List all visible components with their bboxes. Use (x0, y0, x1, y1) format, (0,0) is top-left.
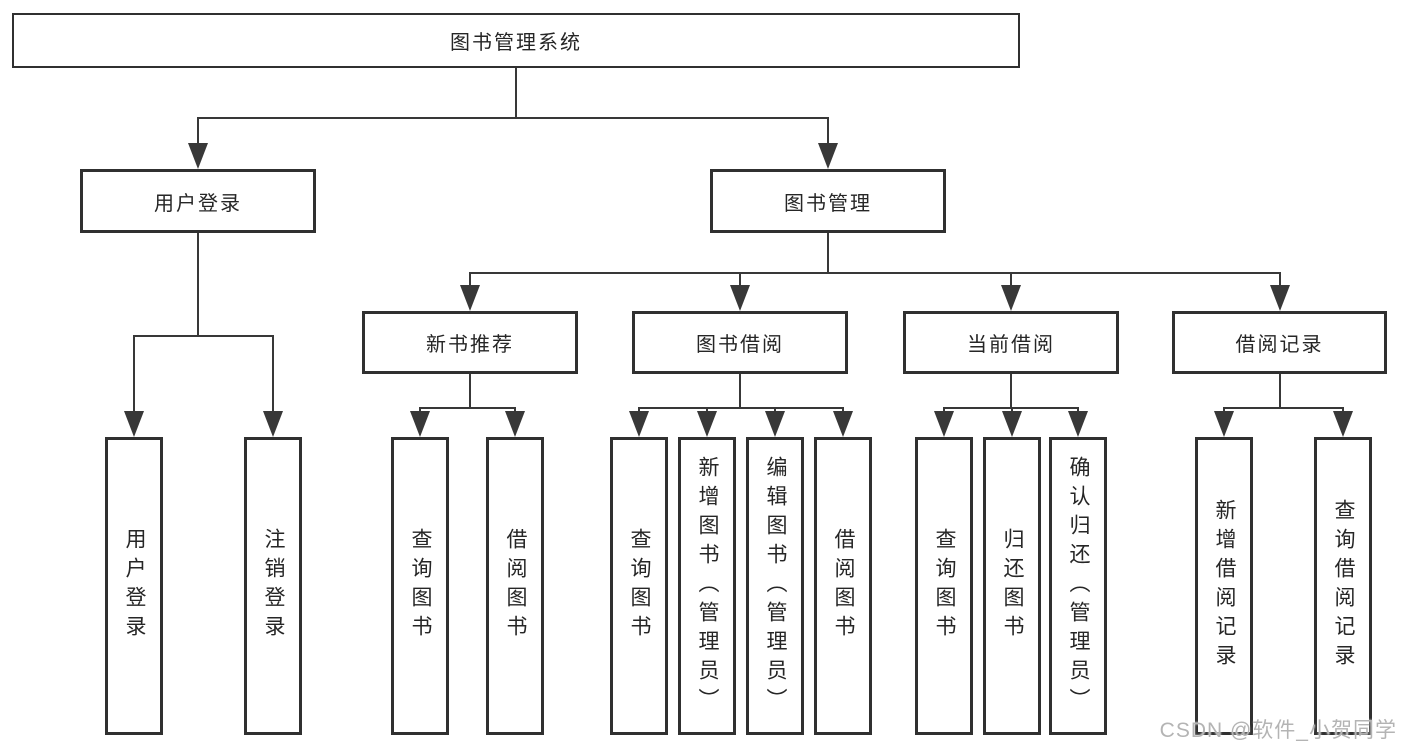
leaf-return-books: 归还图书 (983, 437, 1041, 735)
leaf-user-login-label: 用户登录 (123, 528, 146, 644)
leaf-query-books-recommend: 查询图书 (391, 437, 449, 735)
connector-records-stub (1279, 374, 1281, 408)
arrowhead-borrowing (730, 285, 750, 311)
leaf-query-borrow-record: 查询借阅记录 (1314, 437, 1372, 735)
connector-recommend-hline (419, 407, 516, 409)
csdn-watermark: CSDN @软件_小贺同学 (1159, 719, 1397, 742)
arrowhead-rec-borrow (505, 411, 525, 437)
leaf-confirm-return-admin-label: 确认归还（管理员） (1067, 455, 1090, 717)
connector-bookmgmt-stub (827, 233, 829, 274)
leaf-add-books-admin-label: 新增图书（管理员） (696, 455, 719, 717)
node-book-borrowing: 图书借阅 (632, 311, 848, 374)
connector-bookmgmt-hline (469, 272, 1281, 274)
arrowhead-cur-confirm (1068, 411, 1088, 437)
connector-drop-user-login (197, 117, 199, 150)
node-user-login-branch: 用户登录 (80, 169, 316, 233)
leaf-query-books-recommend-label: 查询图书 (409, 528, 432, 644)
arrowhead-user-login (188, 143, 208, 169)
node-borrowing-records: 借阅记录 (1172, 311, 1387, 374)
connector-userlogin-hline (133, 335, 274, 337)
node-book-management-branch: 图书管理 (710, 169, 946, 233)
arrowhead-cur-query (934, 411, 954, 437)
leaf-confirm-return-admin: 确认归还（管理员） (1049, 437, 1107, 735)
leaf-user-login: 用户登录 (105, 437, 163, 735)
connector-drop-leaf-login (133, 335, 135, 415)
connector-recommend-stub (469, 374, 471, 408)
connector-borrowing-stub (739, 374, 741, 408)
leaf-query-books-borrowing: 查询图书 (610, 437, 668, 735)
arrowhead-bor-borrow (833, 411, 853, 437)
leaf-query-books-current-label: 查询图书 (933, 528, 956, 644)
leaf-query-books-borrowing-label: 查询图书 (628, 528, 651, 644)
connector-records-hline (1223, 407, 1344, 409)
node-current-borrowing: 当前借阅 (903, 311, 1119, 374)
connector-drop-records (1279, 272, 1281, 288)
connector-current-stub (1010, 374, 1012, 408)
leaf-query-borrow-record-label: 查询借阅记录 (1332, 499, 1355, 673)
leaf-logout-label: 注销登录 (262, 528, 285, 644)
connector-root-stub (515, 68, 517, 118)
connector-root-hline (197, 117, 829, 119)
leaf-borrow-books-borrowing: 借阅图书 (814, 437, 872, 735)
leaf-logout: 注销登录 (244, 437, 302, 735)
leaf-return-books-label: 归还图书 (1001, 528, 1024, 644)
arrowhead-records (1270, 285, 1290, 311)
connector-drop-book-management (827, 117, 829, 150)
leaf-borrow-books-borrowing-label: 借阅图书 (832, 528, 855, 644)
arrowhead-bor-add (697, 411, 717, 437)
connector-userlogin-stub (197, 233, 199, 336)
arrowhead-leaf-login (124, 411, 144, 437)
leaf-borrow-books-recommend-label: 借阅图书 (504, 528, 527, 644)
leaf-edit-books-admin-label: 编辑图书（管理员） (764, 455, 787, 717)
arrowhead-leaf-logout (263, 411, 283, 437)
leaf-add-borrow-record-label: 新增借阅记录 (1213, 499, 1236, 673)
arrowhead-rec-add-record (1214, 411, 1234, 437)
arrowhead-cur-return (1002, 411, 1022, 437)
arrowhead-bor-edit (765, 411, 785, 437)
connector-borrowing-hline (638, 407, 844, 409)
arrowhead-bor-query (629, 411, 649, 437)
node-library-management-system: 图书管理系统 (12, 13, 1020, 68)
leaf-add-books-admin: 新增图书（管理员） (678, 437, 736, 735)
node-new-book-recommendation: 新书推荐 (362, 311, 578, 374)
arrowhead-book-management (818, 143, 838, 169)
leaf-edit-books-admin: 编辑图书（管理员） (746, 437, 804, 735)
arrowhead-recommend (460, 285, 480, 311)
connector-drop-borrowing (739, 272, 741, 288)
connector-drop-leaf-logout (272, 335, 274, 415)
leaf-add-borrow-record: 新增借阅记录 (1195, 437, 1253, 735)
leaf-query-books-current: 查询图书 (915, 437, 973, 735)
connector-drop-current (1010, 272, 1012, 288)
arrowhead-rec-query-record (1333, 411, 1353, 437)
connector-drop-recommend (469, 272, 471, 288)
arrowhead-rec-query (410, 411, 430, 437)
arrowhead-current (1001, 285, 1021, 311)
leaf-borrow-books-recommend: 借阅图书 (486, 437, 544, 735)
